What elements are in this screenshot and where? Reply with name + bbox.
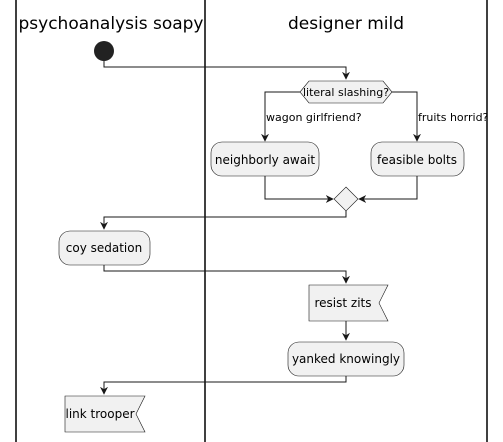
edge-decision-to-neighborly xyxy=(261,91,300,142)
start-node xyxy=(94,41,114,61)
guard-wagon-girlfriend: wagon girlfriend? xyxy=(266,111,362,124)
lane-title-psychoanalysis-soapy: psychoanalysis soapy xyxy=(19,14,204,34)
edge-coy-to-resist xyxy=(103,265,350,284)
activity-coy-sedation-label: coy sedation xyxy=(66,241,142,255)
activity-feasible-bolts-label: feasible bolts xyxy=(377,153,457,167)
signal-link-trooper xyxy=(64,395,146,433)
activity-neighborly-await-label: neighborly await xyxy=(215,153,316,167)
merge-node xyxy=(333,186,359,212)
decision-label: literal slashing? xyxy=(303,86,389,99)
edge-neighborly-to-merge xyxy=(264,176,334,203)
edge-merge-to-coy xyxy=(100,211,347,230)
edge-start-to-decision xyxy=(103,61,350,80)
lane-title-designer-mild: designer mild xyxy=(288,14,404,34)
edge-decision-to-feasible xyxy=(392,91,421,142)
signal-resist-zits-label: resist zits xyxy=(315,296,372,310)
edge-yanked-to-link xyxy=(100,376,347,395)
edge-feasible-to-merge xyxy=(358,176,418,203)
activity-yanked-knowingly-label: yanked knowingly xyxy=(292,352,400,366)
signal-link-trooper-label: link trooper xyxy=(65,407,134,421)
guard-fruits-horrid: fruits horrid? xyxy=(418,111,489,124)
signal-resist-zits xyxy=(308,284,389,322)
